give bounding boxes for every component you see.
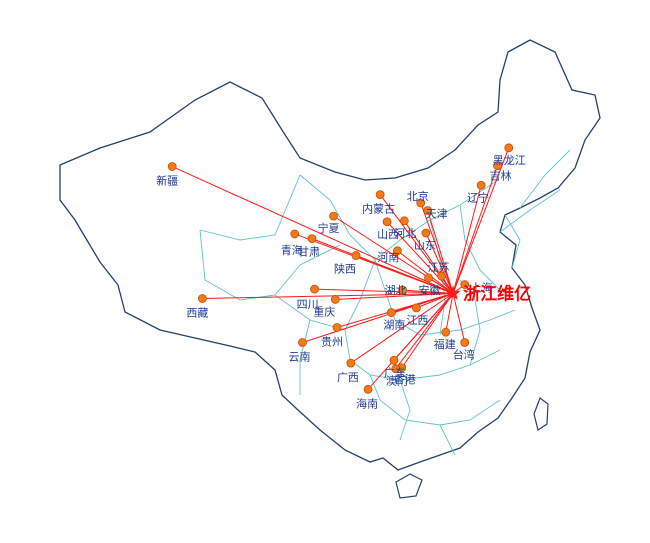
province-marker-icon [389,355,399,365]
province-label: 吉林 [490,169,512,183]
route-line [350,292,454,364]
province-label: 内蒙古 [362,202,395,216]
province-label: 湖南 [383,319,405,332]
province-label: 湖北 [385,284,407,297]
route-line [202,292,454,300]
province-label: 海南 [356,396,378,410]
route-line [302,292,454,343]
province-label: 四川 [297,298,319,311]
province-marker-icon [298,338,307,347]
province-marker-icon [386,308,396,317]
route-line [452,185,482,294]
province-marker-icon [504,143,514,153]
province-marker-icon [424,273,433,283]
province-label: 台湾 [453,348,475,362]
province-label: 广西 [337,371,359,384]
province-label: 重庆 [313,304,335,318]
province-marker-icon [421,228,431,238]
route-line [395,293,454,370]
province-label: 甘肃 [298,246,320,259]
route-line [420,202,454,294]
province-label: 青海 [281,243,303,257]
hainan-outline [395,473,423,499]
route-line [401,293,454,369]
route-line [171,166,454,294]
province-marker-icon [363,384,373,394]
province-label: 天津 [426,208,448,221]
province-label: 贵州 [321,336,343,349]
province-marker-icon [460,280,470,289]
province-markers [167,143,514,394]
hub-label: 浙江维亿 [463,283,531,304]
province-marker-icon [441,327,451,337]
route-line [355,254,454,294]
province-label: 陕西 [334,261,356,275]
province-marker-icon [416,198,426,208]
province-marker-icon [167,162,177,171]
province-label: 西藏 [186,307,208,320]
province-label: 山西 [377,228,399,241]
province-marker-icon [393,246,402,256]
province-label: 江西 [406,314,428,327]
province-label: 福建 [434,337,456,351]
province-marker-icon [310,284,319,294]
province-label: 黑龙江 [493,154,526,167]
province-label: 江苏 [427,261,449,274]
route-line [386,221,454,294]
route-line [335,292,454,300]
province-marker-icon [329,211,338,221]
taiwan-outline [533,397,549,431]
province-marker-icon [391,364,401,374]
province-marker-icon [332,323,342,332]
province-marker-icon [412,303,421,313]
province-marker-icon [375,190,385,200]
route-line [452,147,510,294]
province-marker-icon [197,294,207,303]
province-label: 河南 [377,251,399,264]
route-line [452,165,499,294]
route-line [445,293,454,333]
province-label: 宁夏 [318,221,340,235]
province-marker-icon [423,206,433,215]
province-marker-icon [330,295,340,304]
province-marker-icon [399,216,409,226]
province-label: 河北 [394,227,416,240]
route-line [367,293,454,390]
province-marker-icon [382,217,392,227]
province-marker-icon [460,338,470,347]
province-marker-icon [351,251,361,260]
hub-star-icon [445,285,461,300]
province-marker-icon [398,285,408,295]
province-label: 上海 [471,280,493,294]
route-line [427,210,454,294]
province-marker-icon [437,271,446,281]
province-label: 云南 [289,351,311,364]
route-line [425,232,454,294]
province-label: 辽宁 [467,190,489,204]
province-marker-icon [476,180,486,190]
province-marker-icon [493,161,502,170]
province-marker-icon [290,229,300,239]
route-line [397,250,454,294]
province-label: 广东 [384,366,406,379]
province-label: 北京 [407,189,429,203]
route-line [452,293,466,343]
province-labels: 黑龙江吉林辽宁 新疆甘肃 内蒙古北京天津宁夏山西河北青海 山东河南江苏 陕西西藏 安徽 上海… [156,154,526,410]
province-label: 山东 [414,239,436,252]
province-label: 澳门 [386,374,408,388]
province-marker-icon [307,234,317,244]
hub-group: 浙江维亿 [445,283,531,304]
route-line [314,288,454,294]
province-label: 安徽 [418,283,440,297]
country-outline [59,39,601,471]
province-marker-icon [346,358,356,368]
province-label: 香港 [394,373,416,386]
province-label: 新疆 [156,174,178,188]
